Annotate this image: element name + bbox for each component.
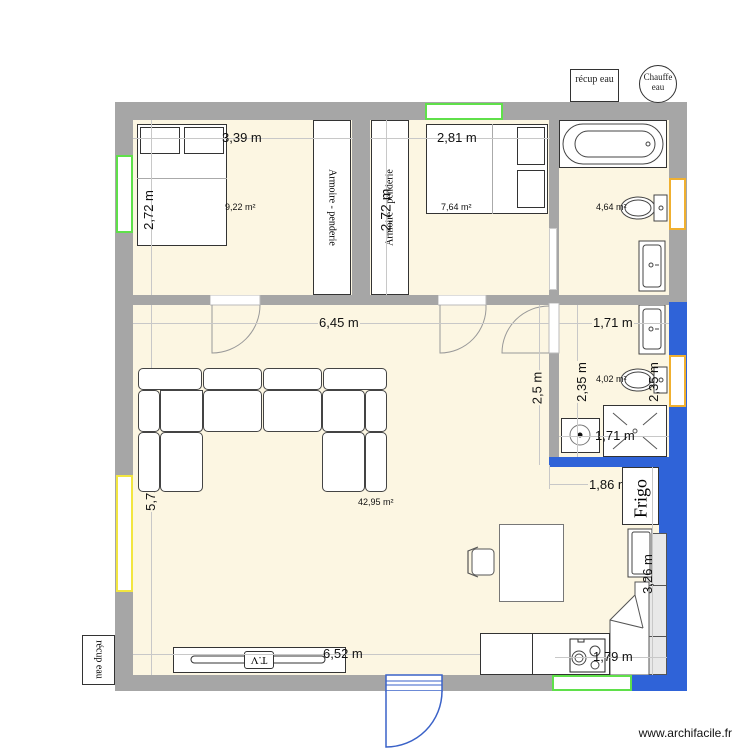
water-heater: Chauffe eau bbox=[639, 65, 677, 103]
watermark: www.archifacile.fr bbox=[638, 726, 732, 740]
rain-tank-top: récup eau bbox=[570, 69, 619, 102]
window-shower-room[interactable] bbox=[669, 355, 686, 407]
fridge-label: Frigo bbox=[630, 479, 651, 519]
sofa-seat-right-arm bbox=[365, 390, 387, 432]
door-entrance[interactable] bbox=[384, 673, 446, 749]
dim-bedroom-1-height: 2,72 m bbox=[140, 190, 156, 230]
window-kitchen[interactable] bbox=[552, 675, 632, 691]
dim-line-shower-bottom bbox=[559, 436, 669, 437]
sofa-chaise-left[interactable] bbox=[160, 432, 203, 492]
dim-shower-width-bottom: 1,71 m bbox=[595, 428, 635, 443]
wardrobe-1-label: Armoire - penderie bbox=[326, 169, 338, 246]
shower-tray[interactable] bbox=[603, 405, 667, 457]
dim-bedroom-2-height: 2,72 m bbox=[377, 188, 394, 232]
kitchen-counter-bottom-1[interactable] bbox=[480, 633, 533, 675]
sofa-seat-2 bbox=[203, 390, 262, 432]
toilet-shower-room[interactable] bbox=[620, 365, 668, 395]
dining-table[interactable] bbox=[499, 524, 564, 602]
sofa-back-3[interactable] bbox=[263, 368, 322, 390]
wall-shower-left bbox=[549, 305, 559, 465]
dim-shower-height-right: 2,35 m bbox=[645, 362, 661, 402]
window-living-room[interactable] bbox=[116, 475, 133, 592]
dim-line-kitchen-height bbox=[652, 467, 653, 675]
dim-hall-height: 2,5 m bbox=[529, 370, 545, 406]
pillow-left bbox=[140, 127, 180, 154]
dim-bedroom-2-width: 2,81 m bbox=[437, 130, 477, 145]
window-bedroom-1[interactable] bbox=[116, 155, 133, 233]
counter-divider-1 bbox=[645, 585, 667, 586]
sink-bathroom[interactable] bbox=[638, 240, 667, 292]
dim-line-kitchen-bottom bbox=[555, 657, 667, 658]
dim-line-bedroom-2-height bbox=[386, 120, 387, 295]
wall-middle-horizontal bbox=[133, 295, 669, 305]
dim-living-width-bottom: 6,52 m bbox=[323, 646, 363, 661]
sofa-seat-left-arm bbox=[138, 390, 160, 432]
sofa-back-1[interactable] bbox=[138, 368, 202, 390]
dim-shower-width-top: 1,71 m bbox=[592, 315, 634, 330]
sink-shower-room[interactable] bbox=[638, 305, 667, 355]
dim-kitchen-height: 3,26 m bbox=[639, 554, 655, 594]
counter-divider-2 bbox=[645, 636, 667, 637]
dim-line-kitchen-tick bbox=[549, 465, 550, 489]
dim-line-bedroom-1-height bbox=[151, 120, 152, 295]
rain-tank-top-label: récup eau bbox=[575, 74, 614, 85]
bathtub-basin bbox=[562, 123, 664, 165]
dim-living-width-top: 6,45 m bbox=[318, 315, 360, 330]
wall-bathroom-divider bbox=[549, 120, 559, 295]
wardrobe-bedroom-1[interactable] bbox=[313, 120, 351, 295]
wall-bottom bbox=[115, 675, 575, 691]
toilet-bathroom[interactable] bbox=[620, 193, 668, 223]
chair[interactable] bbox=[466, 545, 496, 579]
wall-bedroom-divider bbox=[352, 120, 370, 295]
sofa-back-2[interactable] bbox=[203, 368, 262, 390]
wall-top bbox=[115, 102, 687, 120]
rain-tank-left-label: récup eau bbox=[93, 640, 105, 679]
door-bedroom-2[interactable] bbox=[438, 295, 490, 355]
sofa-back-4[interactable] bbox=[323, 368, 387, 390]
stove[interactable] bbox=[569, 638, 607, 674]
pillow-right bbox=[184, 127, 224, 154]
area-bedroom-1: 9,22 m² bbox=[225, 202, 256, 212]
area-bathroom: 4,64 m² bbox=[596, 202, 627, 212]
area-living-room: 42,95 m² bbox=[358, 497, 394, 507]
rain-tank-left bbox=[82, 635, 115, 685]
wall-shower-bottom-blue bbox=[549, 457, 669, 467]
bed-sheet-line bbox=[137, 178, 227, 179]
door-bedroom-1[interactable] bbox=[210, 295, 262, 355]
dim-line-bedroom-2-width bbox=[370, 138, 550, 139]
tv-label: T.V bbox=[250, 654, 268, 666]
area-bedroom-2: 7,64 m² bbox=[441, 202, 472, 212]
water-heater-label: Chauffe eau bbox=[643, 72, 673, 92]
sofa-chaise-right-arm bbox=[365, 432, 387, 492]
wardrobe-bedroom-2[interactable] bbox=[371, 120, 409, 295]
sofa-seat-4 bbox=[322, 390, 365, 432]
kitchen-sink[interactable] bbox=[627, 527, 663, 579]
window-bathroom[interactable] bbox=[669, 178, 686, 230]
dim-kitchen-bottom: 1,79 m bbox=[593, 649, 633, 664]
washing-machine[interactable] bbox=[561, 418, 601, 454]
sofa-seat-1 bbox=[160, 390, 203, 432]
dim-bedroom-1-width: 3,39 m bbox=[222, 130, 262, 145]
pillow-bottom bbox=[517, 170, 545, 208]
dim-shower-height-left: 2,35 m bbox=[573, 361, 589, 403]
bed-2-sheet-line bbox=[492, 124, 493, 214]
pillow-top bbox=[517, 127, 545, 165]
sofa-chaise-right[interactable] bbox=[322, 432, 365, 492]
window-bedroom-2[interactable] bbox=[425, 103, 503, 120]
dim-kitchen-width: 1,86 m bbox=[588, 477, 630, 492]
sofa-chaise-left-arm bbox=[138, 432, 160, 492]
area-shower-room: 4,02 m² bbox=[596, 374, 627, 384]
closet-strip bbox=[549, 228, 557, 290]
dim-line-bedroom-1-width bbox=[133, 138, 353, 139]
kitchen-corner-units bbox=[609, 581, 650, 675]
sofa-seat-3 bbox=[263, 390, 322, 432]
dim-line-living-width-bottom bbox=[133, 654, 548, 655]
door-shower-room[interactable] bbox=[500, 303, 560, 355]
